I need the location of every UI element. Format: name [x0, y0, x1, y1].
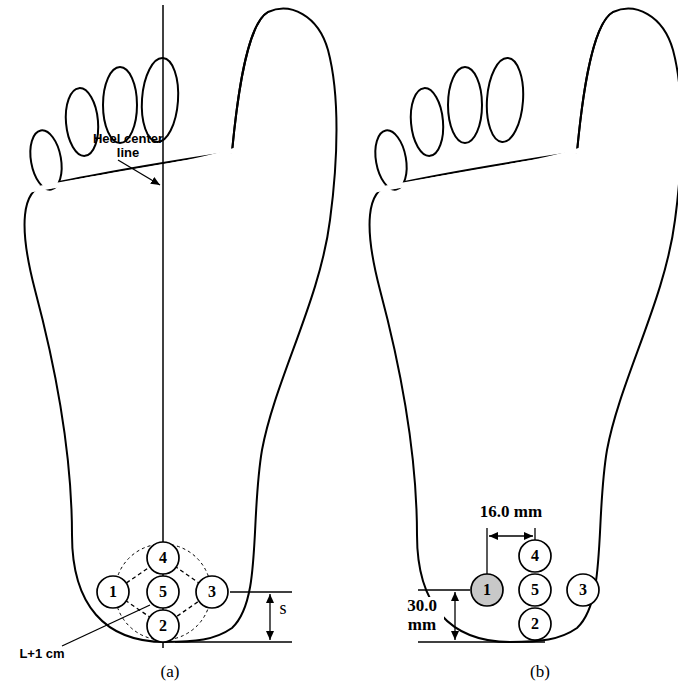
sensor-circle: 3	[195, 575, 229, 609]
sensor-circle: 5	[518, 573, 552, 607]
callout-number: 1	[109, 584, 117, 600]
dimension-label: 30.0 mm	[400, 597, 444, 634]
sensor-circle: 4	[518, 539, 552, 573]
callout-number: 2	[531, 616, 539, 632]
sensor-circle: 4	[146, 541, 180, 575]
callout-number: 3	[208, 584, 216, 600]
callout-number: 5	[159, 584, 167, 600]
panel-label: (a)	[161, 663, 180, 682]
callout-number: 2	[159, 618, 167, 634]
sensor-circle: 5	[146, 575, 180, 609]
sensor-circle: 2	[146, 609, 180, 643]
dimension-label: 16.0 mm	[480, 503, 542, 522]
callout-number: 1	[483, 582, 491, 598]
sensor-circle: 1	[470, 573, 504, 607]
dimension-label: L+1 cm	[19, 647, 64, 661]
sensor-circle: 3	[566, 573, 600, 607]
panel-label: (b)	[530, 663, 550, 682]
callout-number: 4	[159, 550, 167, 566]
dimension-label: s	[279, 599, 286, 619]
line-label: Heel center line	[87, 132, 169, 161]
callout-number: 3	[579, 582, 587, 598]
sensor-circle: 1	[96, 575, 130, 609]
callout-number: 5	[531, 582, 539, 598]
sensor-circle: 2	[518, 607, 552, 641]
callout-number: 4	[531, 548, 539, 564]
